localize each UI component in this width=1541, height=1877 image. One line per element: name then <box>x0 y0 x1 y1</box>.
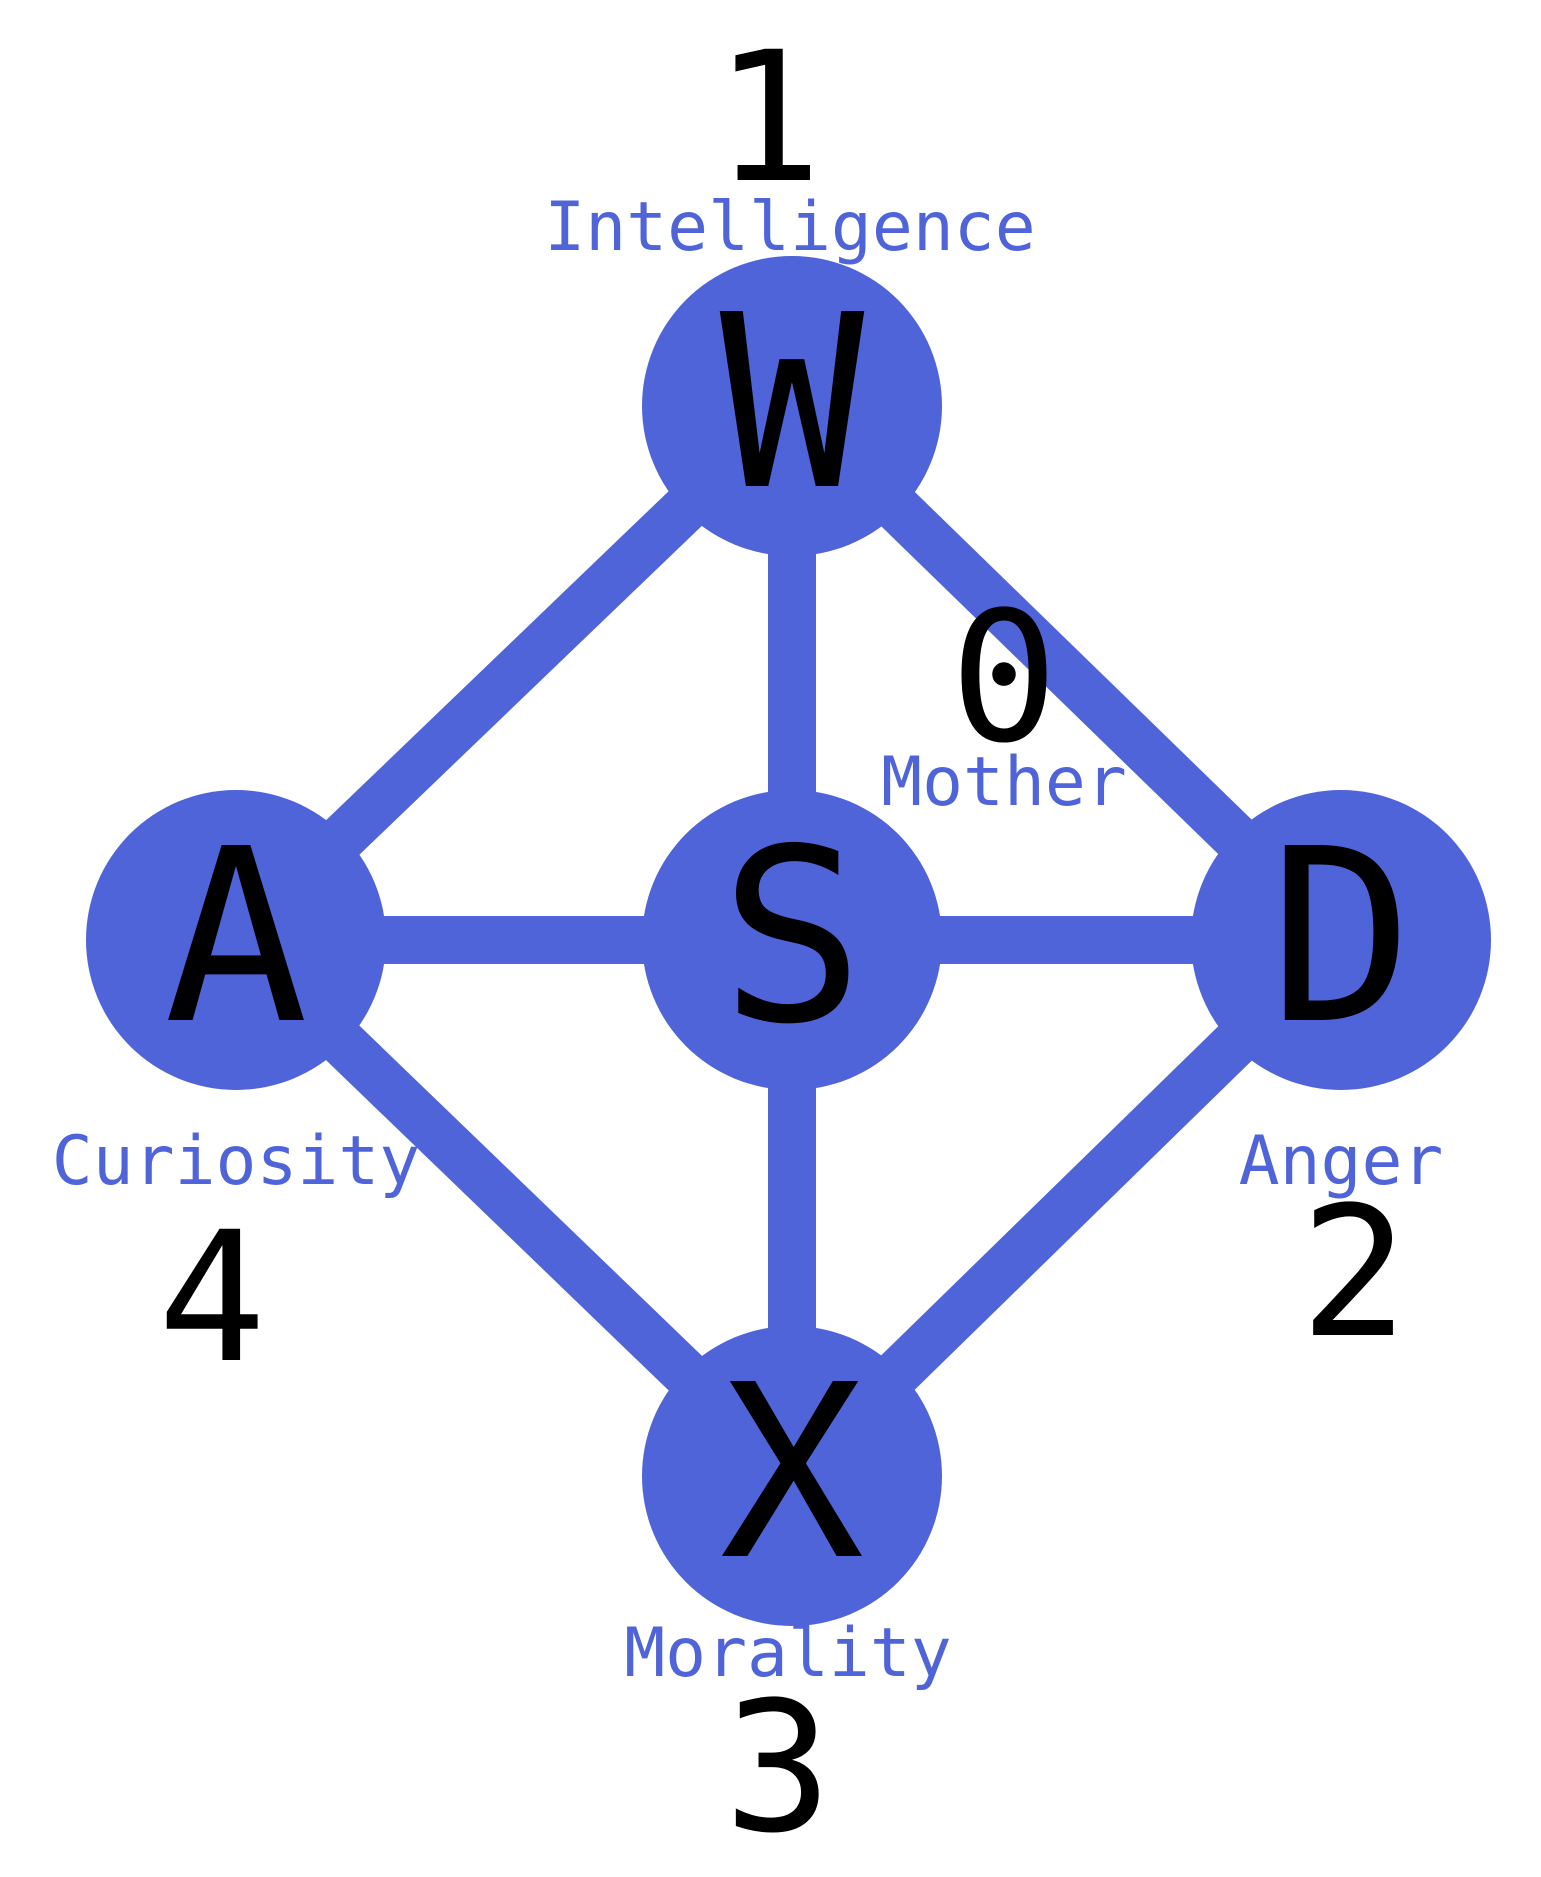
node-a-trait: Curiosity <box>52 1122 420 1201</box>
node-x-key: X <box>720 1333 865 1613</box>
node-d-trait: Anger <box>1239 1122 1444 1201</box>
node-w-key: W <box>720 263 865 543</box>
node-d-circle <box>1191 790 1491 1090</box>
node-s-trait: Mother <box>881 743 1127 822</box>
node-x-number: 3 <box>724 1664 832 1873</box>
node-x: X <box>642 1326 942 1626</box>
node-s-number: 0 <box>950 574 1058 783</box>
nodes: W A S D X <box>86 256 1491 1626</box>
node-s-circle <box>642 790 942 1090</box>
node-w-trait: Intelligence <box>544 188 1035 267</box>
node-d: D <box>1191 790 1491 1090</box>
node-w: W <box>642 256 942 556</box>
node-w-number: 1 <box>714 14 822 223</box>
labels: 1 Intelligence 0 Mother Curiosity 4 Ange… <box>52 14 1444 1873</box>
node-a: A <box>86 790 386 1090</box>
node-d-key: D <box>1269 797 1414 1077</box>
node-x-trait: Morality <box>624 1614 952 1693</box>
node-s: S <box>642 790 942 1090</box>
node-a-key: A <box>164 797 309 1077</box>
node-s-key: S <box>720 797 865 1077</box>
node-a-number: 4 <box>158 1194 266 1403</box>
node-x-circle <box>642 1326 942 1626</box>
node-a-circle <box>86 790 386 1090</box>
node-w-circle <box>642 256 942 556</box>
node-d-number: 2 <box>1300 1169 1408 1378</box>
